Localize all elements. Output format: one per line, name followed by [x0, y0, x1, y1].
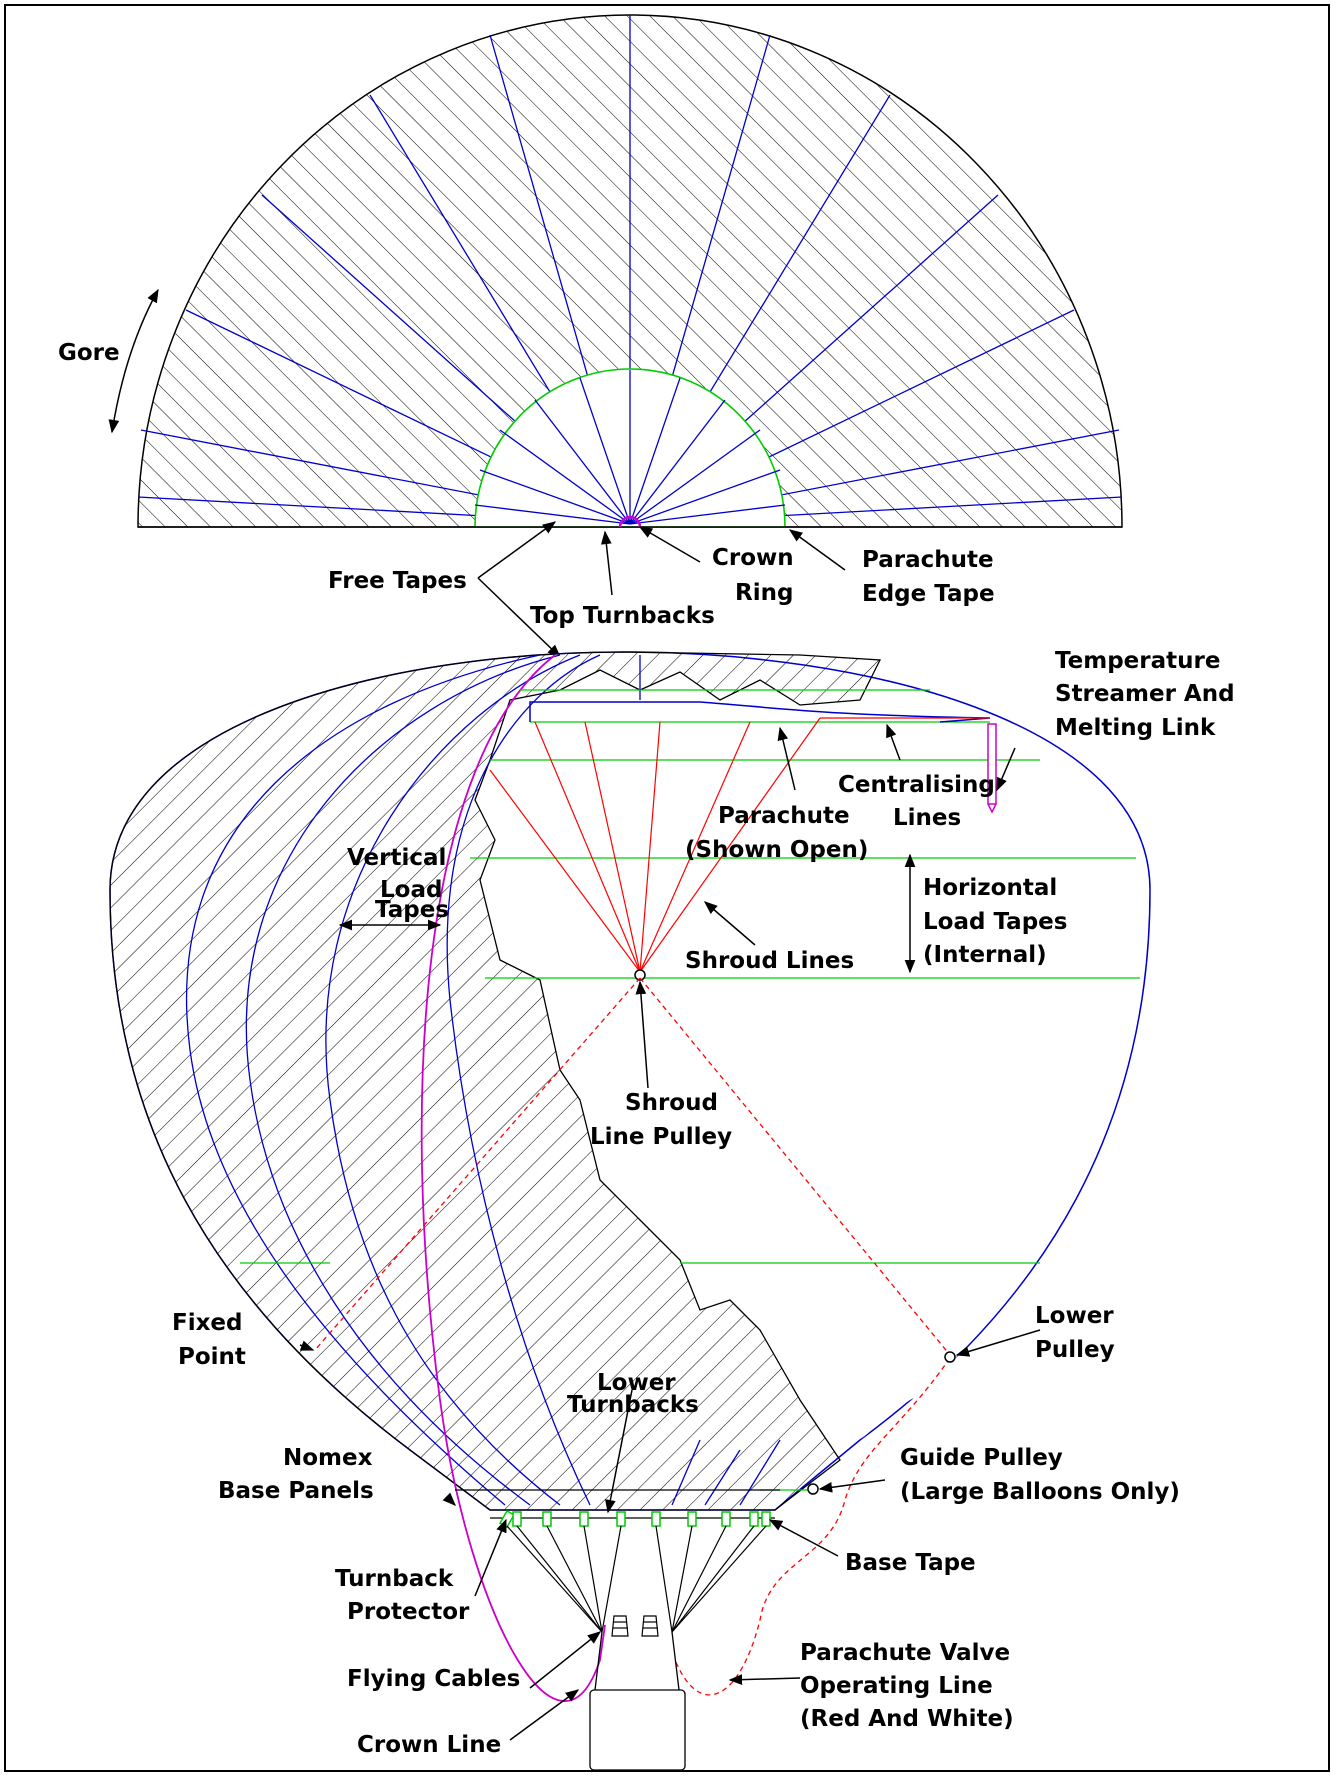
- vertical-load-label-2: Load: [380, 877, 442, 903]
- parachute-edge-label-2: Edge Tape: [862, 581, 995, 607]
- temperature-label-2: Streamer And: [1055, 681, 1235, 707]
- nomex-label-1: Nomex: [283, 1445, 373, 1471]
- crown-ring-label-1: Crown: [712, 545, 794, 571]
- crown-ring-shape: [618, 515, 642, 528]
- parachute-edge-label-1: Parachute: [862, 547, 994, 573]
- fixed-point-label-2: Point: [178, 1344, 246, 1370]
- balloon-envelope: [109, 651, 1151, 1702]
- crown-ring-label-2: Ring: [735, 580, 793, 606]
- crown-line-path: [420, 654, 606, 1702]
- open-parachute: [314, 701, 997, 1696]
- valve-line-label-1: Parachute Valve: [800, 1640, 1010, 1666]
- turnback-protectors: [499, 1509, 771, 1529]
- valve-line-label-3: (Red And White): [800, 1706, 1014, 1732]
- burner-icon: [611, 1615, 659, 1637]
- flying-cables-label: Flying Cables: [347, 1666, 520, 1692]
- lower-pulley-shape: [944, 1351, 956, 1363]
- gore-arrow: [108, 288, 159, 434]
- labels: Gore Free Tapes Top Turnbacks Crown Ring…: [58, 340, 1235, 1758]
- shroud-lines: [489, 717, 821, 973]
- horizontal-load-label-1: Horizontal: [923, 875, 1057, 901]
- shroud-lines-label: Shroud Lines: [685, 948, 854, 974]
- fixed-point-label-1: Fixed: [172, 1310, 243, 1336]
- annotation-arrows: [299, 723, 1041, 1741]
- top-turnbacks-label: Top Turnbacks: [530, 603, 715, 629]
- temperature-label-1: Temperature: [1055, 648, 1220, 674]
- top-turnback-tapes: [474, 370, 786, 525]
- base-tape-label: Base Tape: [845, 1550, 976, 1576]
- shroud-pulley-shape: [634, 969, 646, 981]
- lower-pulley-label-1: Lower: [1035, 1303, 1114, 1329]
- shroud-pulley-label-1: Shroud: [625, 1090, 718, 1116]
- turnback-protector-label-1: Turnback: [335, 1566, 454, 1592]
- nomex-label-2: Base Panels: [218, 1478, 374, 1504]
- diagram-frame: [4, 4, 1330, 1772]
- crown-line-label: Crown Line: [357, 1732, 501, 1758]
- parachute-open-label-2: (Shown Open): [685, 837, 868, 863]
- lower-pulley-label-2: Pulley: [1035, 1337, 1115, 1363]
- guide-pulley-shape: [807, 1483, 819, 1495]
- shroud-pulley-label-2: Line Pulley: [590, 1124, 732, 1150]
- parachute-open-label-1: Parachute: [718, 803, 850, 829]
- free-tapes-label: Free Tapes: [328, 568, 467, 594]
- vertical-load-label-1: Vertical: [347, 845, 446, 871]
- centralising-label-2: Lines: [893, 805, 961, 831]
- guide-pulley-label-1: Guide Pulley: [900, 1445, 1063, 1471]
- lower-turnbacks-label-1: Lower: [597, 1370, 676, 1396]
- vertical-load-label-3: Tapes: [375, 897, 449, 923]
- basket: [589, 1615, 686, 1771]
- horizontal-load-label-2: Load Tapes: [923, 909, 1067, 935]
- guide-pulley-label-2: (Large Balloons Only): [900, 1479, 1180, 1505]
- temperature-label-3: Melting Link: [1055, 715, 1216, 741]
- turnback-protector-label-2: Protector: [347, 1599, 470, 1625]
- horizontal-load-label-3: (Internal): [923, 942, 1047, 968]
- lower-turnbacks-label-2: Turnbacks: [567, 1392, 699, 1418]
- centralising-label-1: Centralising: [838, 772, 995, 798]
- valve-operating-line: [314, 977, 951, 1696]
- horizontal-load-tapes: [240, 689, 1140, 1491]
- valve-line-label-2: Operating Line: [800, 1673, 993, 1699]
- gore-label: Gore: [58, 340, 120, 366]
- flying-cables: [506, 1525, 767, 1633]
- parachute-plan-view: [137, 14, 1123, 528]
